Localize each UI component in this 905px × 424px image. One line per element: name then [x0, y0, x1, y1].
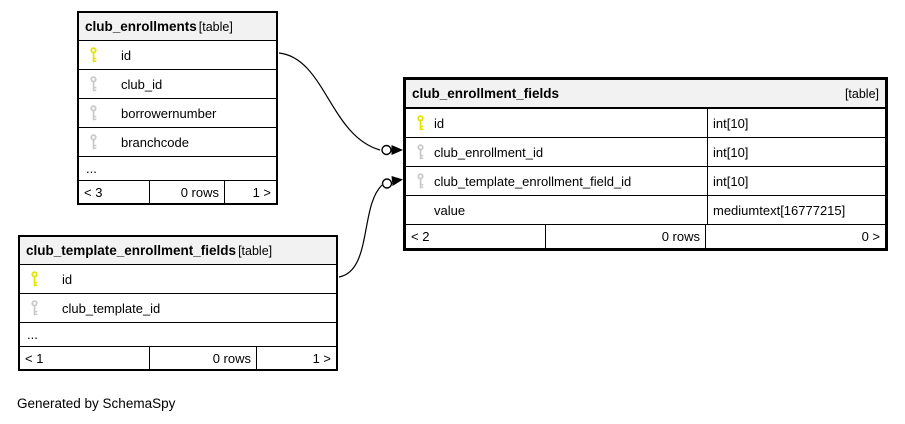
column-name: branchcode	[121, 134, 189, 150]
table-badge: [table]	[238, 243, 273, 258]
index-key-icon	[416, 173, 426, 189]
related-count-right: 0 >	[861, 229, 880, 244]
edge-endpoint-circle	[381, 178, 393, 189]
column-type: int[10]	[707, 109, 885, 137]
related-count-right: 1 >	[312, 350, 331, 366]
table-name[interactable]: club_enrollment_fields	[412, 86, 560, 101]
edge-arrowhead-icon	[391, 145, 403, 155]
index-key-icon	[89, 105, 99, 121]
column-row-value: value mediumtext[16777215]	[406, 196, 885, 225]
edge-endpoint-circle	[381, 144, 392, 156]
primary-key-icon	[30, 271, 40, 287]
index-key-icon	[89, 76, 99, 92]
table-name[interactable]: club_enrollments	[85, 19, 197, 34]
column-name: club_id	[121, 76, 163, 92]
table-footer: < 1 0 rows 1 >	[20, 347, 336, 369]
column-name: id	[62, 271, 73, 287]
column-name: club_template_enrollment_field_id	[434, 173, 632, 189]
table-footer: < 2 0 rows 0 >	[406, 225, 885, 248]
ellipsis-text: ...	[86, 161, 97, 176]
column-row-club-enrollment-id: club_enrollment_id int[10]	[406, 138, 885, 167]
table-header[interactable]: club_enrollments [table]	[79, 13, 276, 41]
edge-arrowhead-icon	[391, 176, 403, 186]
column-type: int[10]	[707, 167, 885, 195]
table-node-club-enrollments[interactable]: club_enrollments [table] id	[77, 11, 278, 205]
index-key-icon	[416, 144, 426, 160]
row-count: 0 rows	[150, 181, 225, 203]
column-name: id	[434, 115, 445, 131]
ellipsis-text: ...	[27, 327, 38, 342]
row-count: 0 rows	[546, 225, 706, 248]
table-name[interactable]: club_template_enrollment_fields	[26, 243, 237, 258]
index-key-icon	[30, 300, 40, 316]
column-name: value	[434, 202, 466, 218]
table-header[interactable]: club_template_enrollment_fields [table]	[20, 237, 336, 265]
related-count-left: < 2	[406, 225, 546, 248]
column-row-borrowernumber: borrowernumber	[79, 99, 276, 128]
table-header[interactable]: club_enrollment_fields [table]	[406, 80, 885, 109]
row-count: 0 rows	[150, 347, 257, 369]
table-footer: < 3 0 rows 1 >	[79, 181, 276, 203]
column-row-club-id: club_id	[79, 70, 276, 99]
related-count-left: < 3	[79, 181, 150, 203]
hidden-columns-ellipsis: ...	[79, 157, 276, 181]
primary-key-icon	[416, 115, 426, 131]
column-row-club-template-enrollment-field-id: club_template_enrollment_field_id int[10…	[406, 167, 885, 196]
column-row-id: id int[10]	[406, 109, 885, 138]
edge-club-enrollments-to-fields	[278, 52, 381, 151]
column-name: borrowernumber	[121, 105, 217, 121]
column-name: club_template_id	[62, 300, 161, 316]
edge-club-template-to-fields	[338, 184, 383, 278]
generated-by-note: Generated by SchemaSpy	[17, 396, 176, 411]
column-type: int[10]	[707, 138, 885, 166]
primary-key-icon	[89, 47, 99, 63]
column-row-club-template-id: club_template_id	[20, 294, 336, 323]
column-name: club_enrollment_id	[434, 144, 544, 160]
hidden-columns-ellipsis: ...	[20, 323, 336, 347]
column-name: id	[121, 47, 132, 63]
column-row-id: id	[79, 41, 276, 70]
table-node-club-template-enrollment-fields[interactable]: club_template_enrollment_fields [table] …	[18, 235, 338, 371]
related-count-right: 1 >	[252, 184, 271, 200]
table-badge: [table]	[198, 19, 233, 34]
table-node-club-enrollment-fields[interactable]: club_enrollment_fields [table] id int[10…	[403, 77, 888, 251]
related-count-left: < 1	[20, 347, 150, 369]
column-row-branchcode: branchcode	[79, 128, 276, 157]
table-badge: [table]	[844, 86, 879, 101]
column-type: mediumtext[16777215]	[707, 196, 885, 224]
index-key-icon	[89, 134, 99, 150]
column-row-id: id	[20, 265, 336, 294]
